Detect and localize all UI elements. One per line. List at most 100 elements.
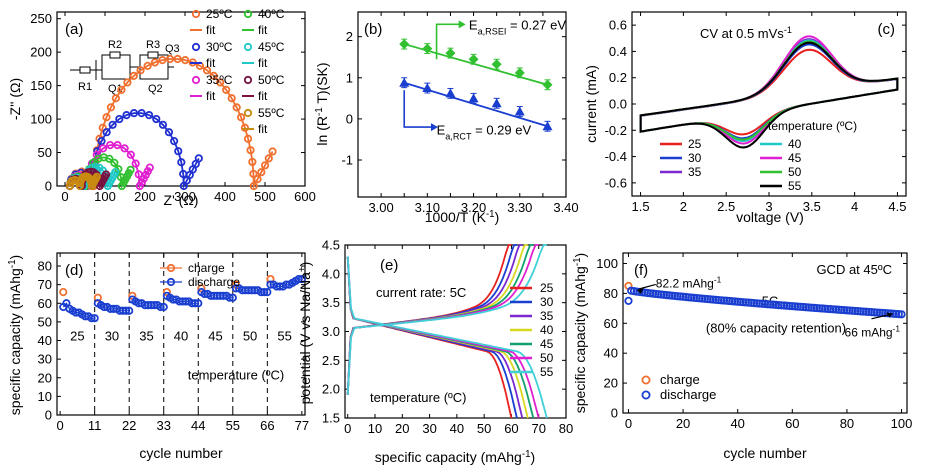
x-tick-label: 3.40 <box>553 200 578 215</box>
y-axis-label-part-2: ) <box>7 255 23 260</box>
start-value-label-part-0: 82.2 mAhg <box>656 276 714 290</box>
activation-energy-ct-label: Ea,RCT = 0.29 eV <box>437 123 532 142</box>
temperature-annotation: temperature (ºC) <box>188 368 285 383</box>
data-point-25ºC <box>227 94 236 103</box>
y-tick-label: 200 <box>30 45 52 60</box>
legend: 25ºCfit30ºCfit35ºCfit40ºCfit45ºCfit50ºCf… <box>190 7 285 136</box>
y-tick-label: 0.0 <box>609 97 627 112</box>
data-point-25ºC <box>237 113 246 122</box>
legend-label-40: 40 <box>788 137 802 151</box>
activation-energy-ct-label-part-2: CT <box>459 132 472 142</box>
y-tick-label: 10 <box>38 389 52 404</box>
activation-energy-ct-label-part-1: a,R <box>445 132 460 142</box>
y-axis-label: current (mA) <box>583 65 599 143</box>
y-tick-label: 0.4 <box>609 44 627 59</box>
y-tick-label: -0.2 <box>605 123 627 138</box>
discharge-point <box>228 293 237 302</box>
legend-label-charge: charge <box>188 261 225 275</box>
data-point-25ºC <box>165 54 175 64</box>
start-value-label-part-1: -1 <box>714 274 722 284</box>
x-axis-label: voltage (V) <box>736 209 804 225</box>
circuit-label-r1: R1 <box>78 81 92 93</box>
legend-entry-45: 45 <box>510 337 554 351</box>
activation-energy-sei-label: Ea,RSEI = 0.27 eV <box>469 17 566 36</box>
data-point <box>514 67 525 78</box>
legend-entry-discharge: discharge <box>641 387 716 402</box>
data-point-25ºC <box>106 103 116 112</box>
activation-energy-sei-label-part-2: SEI <box>492 26 507 36</box>
annotation-arrow-sei <box>435 23 460 60</box>
x-axis-label: cycle number <box>139 445 223 461</box>
discharge-point <box>90 314 99 323</box>
data-point-35ºC <box>98 144 108 153</box>
x-tick-label: 0 <box>625 416 632 431</box>
data-point-40ºC <box>110 158 119 167</box>
data-point-25ºC <box>257 168 266 177</box>
y-axis-label-part-0: -Z'' (Ω) <box>7 78 23 120</box>
x-tick-label: 11 <box>88 418 102 433</box>
x-tick-label: 70 <box>531 421 545 436</box>
legend-label-45: 45 <box>788 151 802 165</box>
data-point-30ºC <box>194 154 203 163</box>
x-tick-label: 4.5 <box>888 199 906 214</box>
y-axis-label-part-2: T)(SK) <box>314 62 330 107</box>
data-point <box>514 106 525 116</box>
x-tick-label: 40 <box>730 416 744 431</box>
activation-energy-sei-label-part-1: a,R <box>478 26 493 36</box>
data-point-25ºC <box>249 181 258 191</box>
data-point <box>445 48 456 59</box>
x-tick-label: 500 <box>254 189 276 204</box>
data-point-25ºC <box>232 103 241 112</box>
discharge-point <box>624 296 633 305</box>
y-tick-label: 40 <box>38 333 52 348</box>
x-tick-label: 20 <box>676 416 690 431</box>
x-tick-label: 300 <box>174 189 196 204</box>
discharge-point <box>87 314 96 323</box>
legend-fit-label: fit <box>206 89 216 103</box>
y-tick-label: 150 <box>30 78 52 93</box>
data-point-25ºC <box>243 134 253 143</box>
end-arrow-head <box>886 312 894 318</box>
data-point <box>468 54 479 65</box>
data-point-30ºC <box>102 128 111 137</box>
segment-label-40: 40 <box>174 329 188 344</box>
y-tick-label: 0 <box>45 408 52 423</box>
data-point-30ºC <box>152 114 161 124</box>
legend-label-45: 45 <box>540 337 554 351</box>
data-point-30ºC <box>115 114 124 124</box>
data-point-25ºC <box>260 161 270 170</box>
circuit-label-r2: R2 <box>108 39 122 51</box>
data-point <box>422 43 433 54</box>
legend-label-charge: charge <box>660 372 700 387</box>
x-tick-label: 33 <box>156 418 170 433</box>
activation-energy-sei-label-part-3: = 0.27 eV <box>506 17 566 32</box>
data-point-30ºC <box>137 109 146 118</box>
x-axis-label: Z' (Ω) <box>164 192 199 208</box>
legend-label-40ºC: 40ºC <box>258 7 285 21</box>
data-point-25ºC <box>216 78 225 87</box>
y-tick-label: 0.6 <box>609 18 627 33</box>
segment-1 <box>93 293 134 315</box>
legend-entry-25: 25 <box>660 137 702 151</box>
y-tick-label: 30 <box>38 352 52 367</box>
segment-3 <box>162 288 203 308</box>
x-tick-label: 22 <box>122 418 136 433</box>
data-point-35ºC <box>131 159 140 168</box>
x-tick-label: 3.00 <box>368 200 393 215</box>
y-tick-label: 3.0 <box>322 324 340 339</box>
legend-entry-35: 35 <box>660 165 702 179</box>
x-tick-label: 80 <box>559 421 573 436</box>
x-tick-label: 60 <box>504 421 518 436</box>
legend-marker-35ºC <box>191 75 201 85</box>
x-tick-label: 2.5 <box>717 199 735 214</box>
chart-title: GCD at 45ºC <box>816 262 892 277</box>
y-tick-label: 20 <box>604 376 618 391</box>
data-point-25ºC <box>102 113 111 122</box>
legend-label-45ºC: 45ºC <box>258 40 285 54</box>
y-axis-label: ln (R-1 T)(SK) <box>314 62 331 145</box>
x-tick-label: 600 <box>294 189 316 204</box>
segment-label-30: 30 <box>105 329 119 344</box>
discharge-point <box>260 288 269 297</box>
data-point-25ºC <box>240 123 250 132</box>
